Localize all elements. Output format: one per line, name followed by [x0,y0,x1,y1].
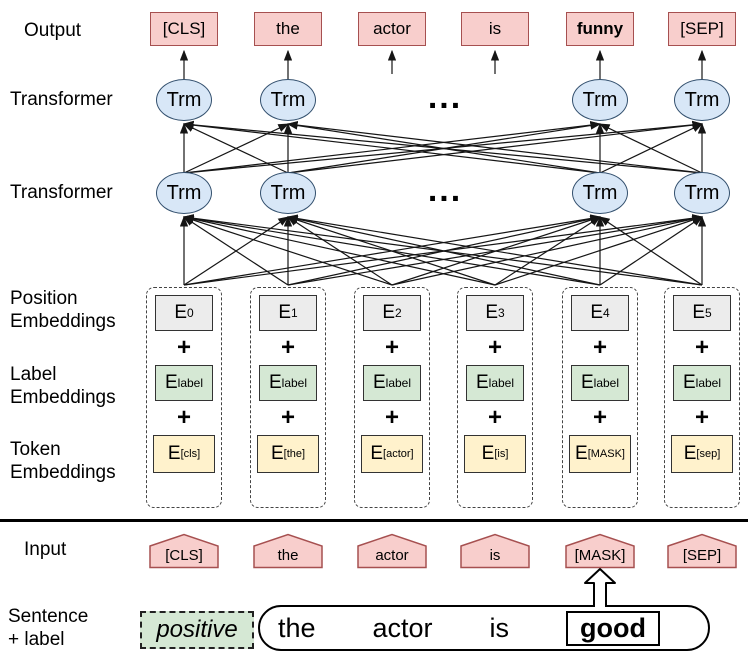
transformer-unit: Trm [156,79,212,121]
row-label-transformer-top: Transformer [10,89,113,110]
sentence-word: is [489,612,510,643]
input-token-label: [CLS] [165,547,203,564]
output-token: actor [358,12,426,46]
plus-sign: + [384,334,399,361]
transformer-unit: Trm [260,172,316,214]
input-token: [CLS] [149,533,219,569]
row-label-input: Input [24,539,67,560]
token-embedding: E[MASK] [569,435,631,473]
plus-sign: + [176,334,191,361]
plus-sign: + [487,334,502,361]
sentence-word: the [278,612,316,643]
token-pentagon-shape [667,533,737,569]
plus-sign: + [694,404,709,431]
input-token-label: is [490,547,501,564]
sentence-label-badge: positive [140,611,254,649]
row-label-token-embeddings: Token Embeddings [10,439,116,483]
plus-sign: + [280,334,295,361]
output-token: is [461,12,529,46]
section-divider [0,519,748,522]
transformer-unit: Trm [572,172,628,214]
token-embedding: E[is] [464,435,526,473]
token-pentagon-shape [565,533,635,569]
token-embedding: E[cls] [153,435,215,473]
input-token-label: the [278,547,299,564]
plus-sign: + [592,404,607,431]
row-label-output: Output [24,20,82,41]
transformer-unit: Trm [156,172,212,214]
plus-sign: + [487,404,502,431]
token-pentagon-shape [460,533,530,569]
transformer-unit: Trm [260,79,316,121]
row-label-sentence: Sentence + label [8,606,89,650]
mask-arrow-icon [584,568,616,607]
plus-sign: + [280,404,295,431]
input-token-label: [SEP] [683,547,721,564]
plus-sign: + [694,334,709,361]
output-token-predicted: funny [566,12,634,46]
input-token-mask: [MASK] [565,533,635,569]
input-token: [SEP] [667,533,737,569]
token-pentagon-shape [357,533,427,569]
ellipsis-top: ... [427,78,463,116]
input-token: is [460,533,530,569]
token-embedding: E[the] [257,435,319,473]
input-token: the [253,533,323,569]
ellipsis-bottom: ... [427,171,463,209]
output-token: [CLS] [150,12,218,46]
row-label-position-embeddings: Position Embeddings [10,288,116,332]
plus-sign: + [384,404,399,431]
row-label-label-embeddings: Label Embeddings [10,364,116,408]
output-token: [SEP] [668,12,736,46]
token-pentagon-shape [253,533,323,569]
output-token: the [254,12,322,46]
plus-sign: + [592,334,607,361]
token-embedding: E[sep] [671,435,733,473]
token-embedding: E[actor] [361,435,423,473]
sentence-word: actor [372,612,433,643]
input-token: actor [357,533,427,569]
transformer-unit: Trm [572,79,628,121]
token-pentagon-shape [149,533,219,569]
masked-word-box: good [565,610,660,646]
input-token-label: actor [375,547,408,564]
input-token-label: [MASK] [575,547,626,564]
input-sentence: the actor is good [258,605,710,651]
row-label-transformer-bottom: Transformer [10,182,113,203]
plus-sign: + [176,404,191,431]
transformer-unit: Trm [674,79,730,121]
transformer-unit: Trm [674,172,730,214]
